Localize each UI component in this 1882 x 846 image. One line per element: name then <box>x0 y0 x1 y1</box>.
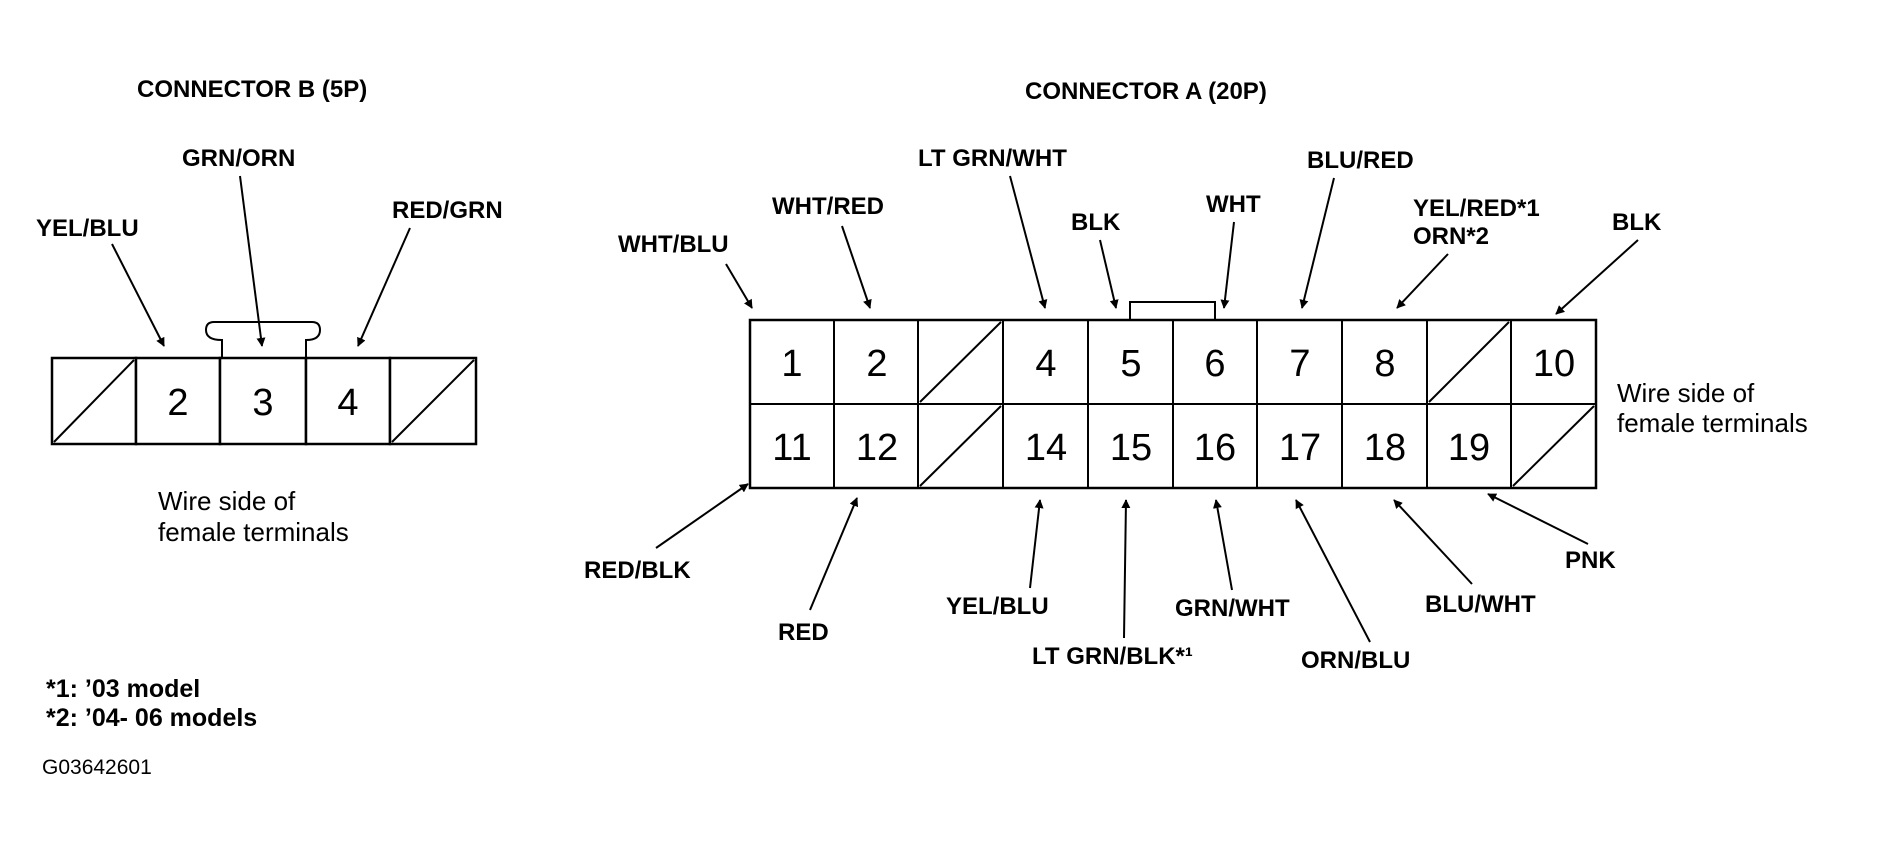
connector-a-terminal-number: 1 <box>781 343 802 385</box>
connector-a-terminal-number: 14 <box>1025 427 1067 469</box>
arrow-a8 <box>1396 253 1449 309</box>
arrow-a12 <box>809 497 859 611</box>
arrow-a17 <box>1295 499 1371 643</box>
connector-b-terminal-number: 2 <box>167 382 188 424</box>
connector-a-cavity-empty-slash <box>1512 405 1595 487</box>
connector-a-top-row: 1 2 4 5 6 7 8 10 <box>781 343 1575 385</box>
wire-label-a17: ORN/BLU <box>1301 647 1410 674</box>
connector-a-terminal-number: 12 <box>856 427 898 469</box>
wire-label-a8-line1: YEL/RED*1 <box>1413 195 1540 222</box>
connector-a-terminal-number: 10 <box>1533 343 1575 385</box>
wire-label-a6: WHT <box>1206 191 1261 218</box>
connector-a: CONNECTOR A (20P) 1 2 4 5 6 <box>584 78 1808 674</box>
connector-b-note-line1: Wire side of <box>158 486 296 516</box>
connector-b-lock-tab <box>204 321 322 358</box>
connector-a-terminal-number: 19 <box>1448 427 1490 469</box>
footnote-2: *2: ’04- 06 models <box>46 704 257 732</box>
connector-a-terminal-number: 7 <box>1289 343 1310 385</box>
connector-a-terminal-number: 18 <box>1364 427 1406 469</box>
connector-b-cells <box>50 356 478 446</box>
arrow-a7 <box>1299 177 1335 309</box>
wire-label-a19: PNK <box>1565 547 1616 574</box>
connector-a-terminal-number: 2 <box>866 343 887 385</box>
arrow-b3 <box>239 175 266 347</box>
arrow-a19 <box>1487 493 1589 545</box>
arrow-a1 <box>725 263 753 309</box>
wire-label-a16: GRN/WHT <box>1175 595 1290 622</box>
wire-label-a18: BLU/WHT <box>1425 591 1536 618</box>
wire-label-a12: RED <box>778 619 829 646</box>
arrow-b4 <box>357 227 411 347</box>
connector-b-note-line2: female terminals <box>158 517 349 547</box>
wire-label-a5: BLK <box>1071 209 1121 236</box>
connector-b-title: CONNECTOR B (5P) <box>137 76 367 103</box>
wire-label-b4: RED/GRN <box>392 197 503 224</box>
arrow-a4 <box>1009 175 1048 309</box>
connector-a-cavity-empty-slash <box>1428 321 1510 403</box>
footnotes: *1: ’03 model *2: ’04- 06 models <box>46 675 257 732</box>
connector-a-terminal-number: 17 <box>1279 427 1321 469</box>
connector-b-terminal-number: 3 <box>252 382 273 424</box>
connector-b-terminal-2 <box>134 356 222 446</box>
wire-label-a8-line2: ORN*2 <box>1413 223 1489 250</box>
wire-label-a10: BLK <box>1612 209 1662 236</box>
connector-a-terminal-number: 11 <box>772 427 811 469</box>
connector-a-bottom-row: 11 12 14 15 16 17 18 19 <box>772 427 1490 469</box>
arrow-a11 <box>655 483 749 549</box>
arrow-a5 <box>1099 239 1119 309</box>
connector-b-terminal-number: 4 <box>337 382 358 424</box>
arrow-a6 <box>1220 221 1235 309</box>
connector-b-cavity-empty-slash <box>53 359 135 443</box>
connector-b: CONNECTOR B (5P) 2 3 4 YEL/BLU GRN/ORN R… <box>36 76 503 547</box>
arrow-a14 <box>1029 499 1044 589</box>
connector-a-cavity-empty-slash <box>919 321 1002 403</box>
connector-b-cavity-empty-slash <box>391 359 475 443</box>
wire-label-a1: WHT/BLU <box>618 231 729 258</box>
connector-a-note-line1: Wire side of <box>1617 378 1755 408</box>
connector-a-cavity-empty-slash <box>919 405 1002 487</box>
wire-label-a14: YEL/BLU <box>946 593 1049 620</box>
wire-label-a7: BLU/RED <box>1307 147 1414 174</box>
arrow-a15 <box>1121 499 1131 639</box>
wire-label-b3: GRN/ORN <box>182 145 295 172</box>
connector-b-terminal-3 <box>218 356 308 446</box>
wire-label-a11: RED/BLK <box>584 557 691 584</box>
connector-a-column-dividers <box>833 320 1512 488</box>
connector-a-terminal-number: 15 <box>1110 427 1152 469</box>
wire-label-a2: WHT/RED <box>772 193 884 220</box>
connector-a-lock-tab <box>1129 301 1216 320</box>
connector-a-terminal-number: 8 <box>1374 343 1395 385</box>
wire-label-a15: LT GRN/BLK*¹ <box>1032 643 1193 670</box>
arrow-a18 <box>1393 499 1473 585</box>
wire-label-a4: LT GRN/WHT <box>918 145 1067 172</box>
connector-a-note-line2: female terminals <box>1617 408 1808 438</box>
connector-a-terminal-number: 6 <box>1204 343 1225 385</box>
footnote-1: *1: ’03 model <box>46 675 200 703</box>
arrow-a16 <box>1212 499 1233 591</box>
figure-code: G03642601 <box>42 756 152 779</box>
connector-a-terminal-number: 5 <box>1120 343 1141 385</box>
arrow-b2 <box>111 243 165 347</box>
connector-a-terminal-number: 16 <box>1194 427 1236 469</box>
connector-a-title: CONNECTOR A (20P) <box>1025 78 1267 105</box>
connector-a-terminal-number: 4 <box>1035 343 1056 385</box>
wire-label-b2: YEL/BLU <box>36 215 139 242</box>
arrow-a2 <box>841 225 872 309</box>
arrow-a10 <box>1555 239 1639 315</box>
